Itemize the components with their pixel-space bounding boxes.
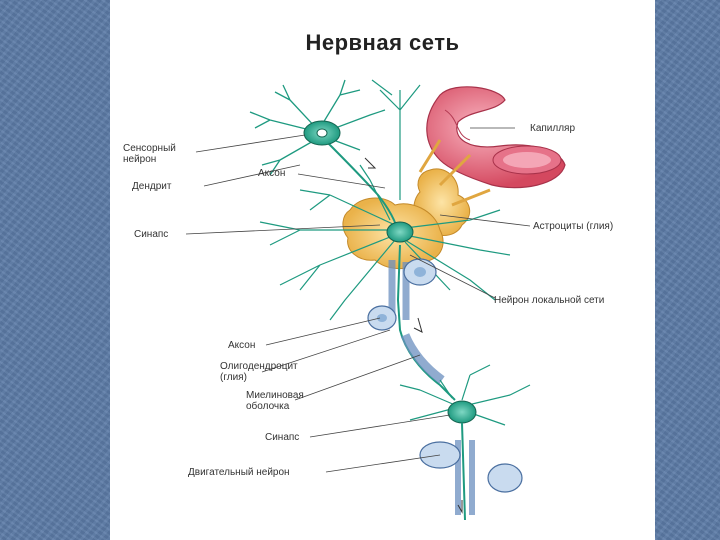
- label-local-neuron: Нейрон локальной сети: [494, 295, 605, 306]
- label-synapse-top: Синапс: [134, 229, 169, 240]
- background-right-panel: [655, 0, 720, 540]
- slide-title: Нервная сеть: [305, 30, 460, 55]
- oligodendrocytes: [367, 258, 437, 331]
- label-axon-mid: Аксон: [228, 340, 256, 351]
- local-neuron-soma: [386, 221, 414, 243]
- motor-neuron-dendrites: [399, 364, 531, 426]
- label-oligodendrocyte-line1: Олигодендроцит: [220, 361, 298, 372]
- leader-lines: [185, 127, 531, 473]
- label-sensory-neuron-line2: нейрон: [123, 154, 157, 165]
- label-sensory-neuron: Сенсорный нейрон: [123, 143, 176, 165]
- local-neuron-dendrites: [259, 79, 511, 321]
- motor-axon: [419, 422, 523, 521]
- label-dendrite: Дендрит: [132, 181, 172, 192]
- label-sensory-neuron-line1: Сенсорный: [123, 143, 176, 154]
- label-myelin-line2: оболочка: [246, 401, 290, 412]
- slide-canvas: [110, 0, 655, 540]
- label-motor-neuron: Двигательный нейрон: [188, 467, 290, 478]
- label-synapse-bottom: Синапс: [265, 432, 300, 443]
- signal-arrow-icon: [413, 317, 423, 333]
- label-astrocytes: Астроциты (глия): [533, 221, 614, 232]
- label-myelin: Миелиновая оболочка: [246, 390, 304, 412]
- label-myelin-line1: Миелиновая: [246, 390, 304, 401]
- label-oligodendrocyte: Олигодендроцит (глия): [220, 361, 298, 383]
- label-capillary: Капилляр: [530, 123, 576, 134]
- sensory-neuron-nucleus: [316, 128, 328, 138]
- background-left-panel: [0, 0, 110, 540]
- motor-neuron-soma: [447, 400, 477, 424]
- signal-arrow-icon: [364, 157, 377, 169]
- label-axon-top: Аксон: [258, 168, 286, 179]
- label-oligodendrocyte-line2: (глия): [220, 372, 247, 383]
